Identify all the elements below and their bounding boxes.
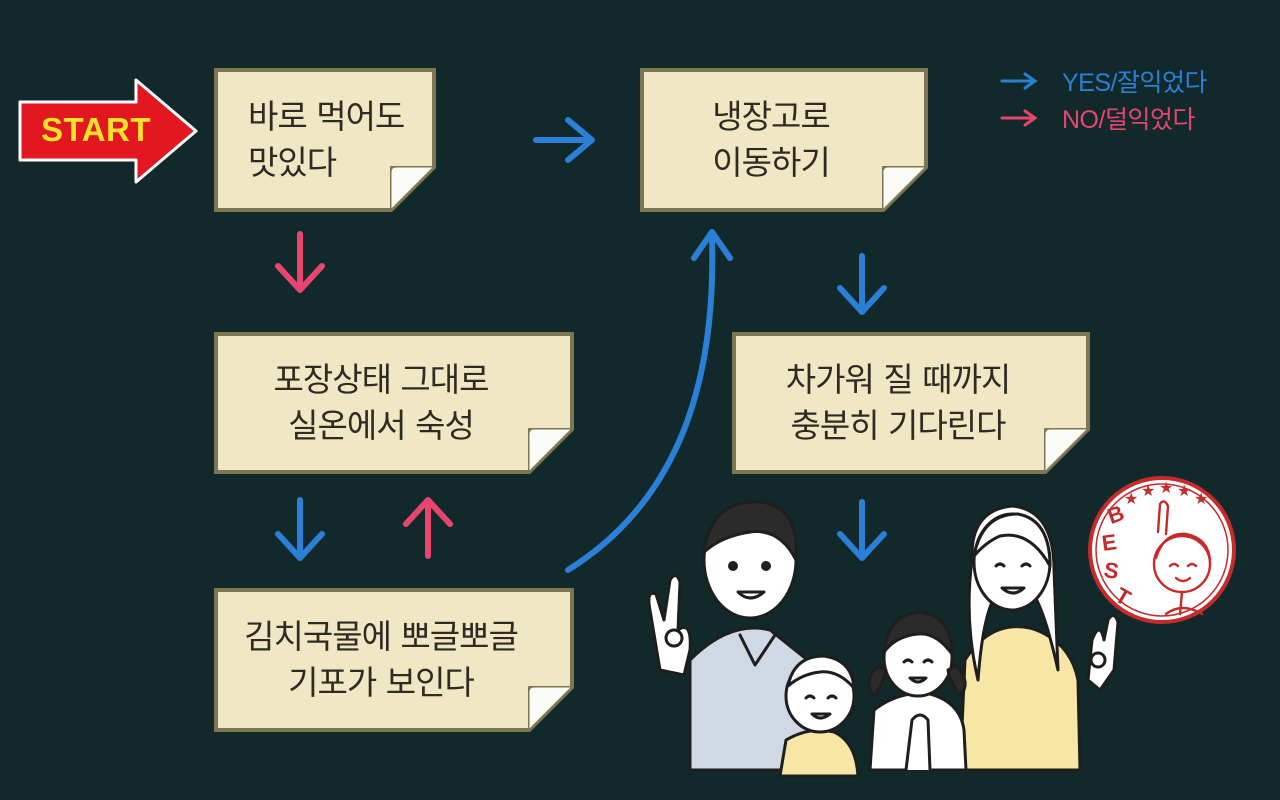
legend-no: NO/덜익었다 (1000, 101, 1195, 135)
stamp-stars: ★ ★ ★ ★ ★ (1124, 478, 1208, 508)
svg-text:★: ★ (1194, 489, 1208, 508)
stamp-child-face (1152, 500, 1212, 616)
node-bubbles-text: 김치국물에 뽀글뽀글 기포가 보인다 (244, 617, 518, 702)
arrow-no-to-ripen (275, 231, 325, 293)
stamp-letter: T (1110, 582, 1136, 611)
pink-arrow-icon (1000, 109, 1038, 127)
mother-ok-hand (1086, 614, 1120, 692)
stamp-letter: S (1102, 556, 1121, 585)
page-curl-icon (528, 428, 574, 474)
legend-yes: YES/잘익었다 (1000, 64, 1207, 98)
node-bubbles: 김치국물에 뽀글뽀글 기포가 보인다 (214, 588, 574, 732)
best-stamp: ★ ★ ★ ★ ★ (1088, 476, 1236, 624)
page-curl-icon (882, 166, 928, 212)
node-ripen-text: 포장상태 그대로 실온에서 숙성 (273, 360, 489, 445)
arrow-no-back-to-ripen (403, 497, 453, 559)
node-cool: 차가워 질 때까지 충분히 기다린다 (732, 332, 1090, 474)
node-ripen: 포장상태 그대로 실온에서 숙성 (214, 332, 574, 474)
svg-text:★: ★ (1124, 489, 1138, 508)
start-arrow (18, 78, 198, 184)
father-ok-hand (647, 574, 692, 677)
svg-text:★: ★ (1141, 481, 1155, 500)
legend-yes-label: YES/잘익었다 (1062, 69, 1207, 97)
node-cool-text: 차가워 질 때까지 충분히 기다린다 (785, 360, 1011, 445)
arrow-yes-to-fridge (533, 117, 595, 163)
boy-body (778, 728, 860, 778)
page-curl-icon (528, 686, 574, 732)
node-fridge-text: 냉장고로 이동하기 (712, 97, 830, 182)
svg-text:★: ★ (1177, 481, 1191, 500)
node-eat-now-text: 바로 먹어도 맛있다 (248, 97, 405, 182)
node-fridge: 냉장고로 이동하기 (640, 68, 928, 212)
stamp-letters: B E S T (1100, 500, 1140, 612)
family-illustration (647, 500, 1120, 778)
page-curl-icon (390, 166, 436, 212)
arrow-yes-to-bubbles (275, 497, 325, 561)
stamp-letter: B (1104, 500, 1128, 529)
svg-text:★: ★ (1159, 478, 1173, 497)
arrow-yes-to-family (837, 499, 887, 561)
arrow-yes-to-cool (837, 253, 887, 315)
legend-no-label: NO/덜익었다 (1062, 106, 1195, 134)
arrow-yes-curve-to-fridge (565, 229, 733, 573)
start-label: START (40, 111, 152, 148)
blue-arrow-icon (1000, 72, 1038, 90)
stamp-letter: E (1100, 529, 1119, 556)
page-curl-icon (1044, 428, 1090, 474)
